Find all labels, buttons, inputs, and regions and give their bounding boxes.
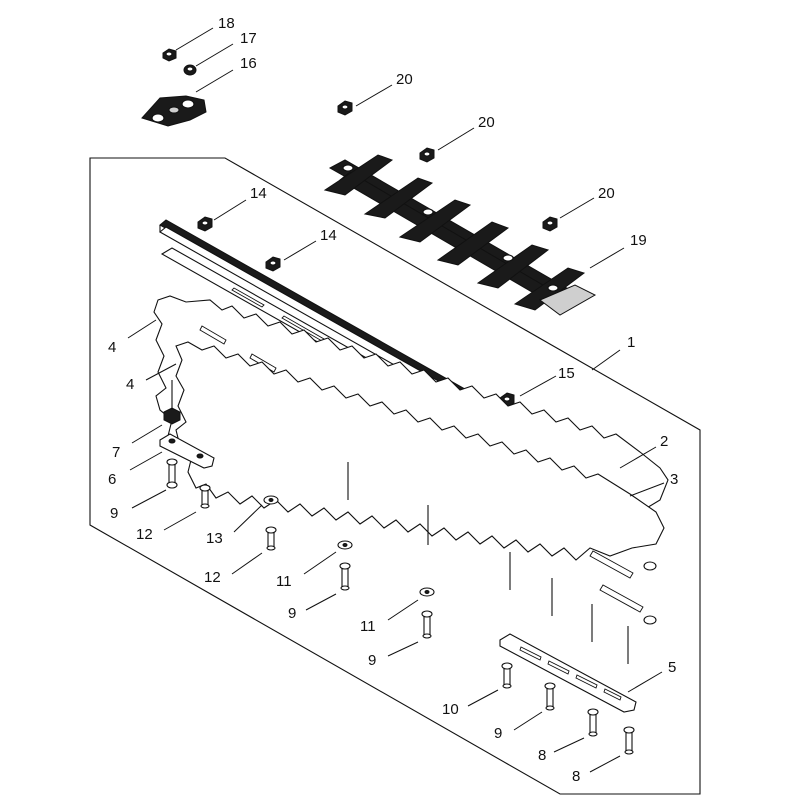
washer-part-11 (337, 540, 353, 550)
callout-5: 5 (668, 659, 676, 676)
callout-13: 13 (206, 530, 223, 547)
callout-12: 12 (136, 526, 153, 543)
bolt-part-12 (199, 484, 211, 509)
assembly-outline (89, 157, 701, 795)
callout-17: 17 (240, 30, 257, 47)
nut-part-20 (419, 147, 435, 163)
callout-20: 20 (478, 114, 495, 131)
plate-part-5 (499, 633, 637, 713)
callout-9: 9 (494, 725, 502, 742)
callout-1: 1 (627, 334, 635, 351)
callout-16: 16 (240, 55, 257, 72)
bolt-part-9 (339, 562, 351, 591)
washer-part-11 (419, 587, 435, 597)
callout-12: 12 (204, 569, 221, 586)
nut-part-14 (265, 256, 281, 272)
callout-4: 4 (108, 339, 116, 356)
callout-10: 10 (442, 701, 459, 718)
nut-part-18 (162, 48, 177, 62)
bolt-part-12 (265, 526, 277, 551)
callout-9: 9 (368, 652, 376, 669)
bracket-assembly-part-16 (141, 95, 207, 127)
callout-7: 7 (112, 444, 120, 461)
nut-part-20 (542, 216, 558, 232)
callout-14: 14 (250, 185, 267, 202)
square-nut-part-7 (163, 407, 181, 425)
callout-11: 11 (360, 618, 376, 635)
lower-blade-part-4 (175, 341, 665, 625)
nut-part-20 (337, 100, 353, 116)
blade-guard-part-19 (323, 154, 597, 316)
bolt-part-9 (166, 458, 178, 489)
plate-part-6 (159, 433, 215, 469)
callout-19: 19 (630, 232, 647, 249)
callout-20: 20 (396, 71, 413, 88)
callout-18: 18 (218, 15, 235, 32)
callout-8: 8 (572, 768, 580, 785)
callout-11: 11 (276, 573, 292, 590)
callout-2: 2 (660, 433, 668, 450)
washer-part-13 (263, 495, 279, 505)
callout-9: 9 (288, 605, 296, 622)
projection-lines (171, 380, 629, 664)
leader-lines (127, 27, 665, 773)
bolt-part-9 (544, 682, 556, 711)
callout-labels: 1 2 3 4 4 5 6 7 8 8 9 9 9 9 10 11 11 12 … (108, 15, 678, 785)
callout-8: 8 (538, 747, 546, 764)
callout-6: 6 (108, 471, 116, 488)
callout-20: 20 (598, 185, 615, 202)
bolt-part-10 (501, 662, 513, 689)
bolt-part-8 (623, 726, 635, 755)
bolt-part-8 (587, 708, 599, 737)
callout-4: 4 (126, 376, 134, 393)
washer-part-17 (183, 64, 197, 76)
nut-part-14 (197, 216, 213, 232)
callout-15: 15 (558, 365, 575, 382)
callout-14: 14 (320, 227, 337, 244)
bolt-part-9 (421, 610, 433, 639)
callout-9: 9 (110, 505, 118, 522)
callout-3: 3 (670, 471, 678, 488)
